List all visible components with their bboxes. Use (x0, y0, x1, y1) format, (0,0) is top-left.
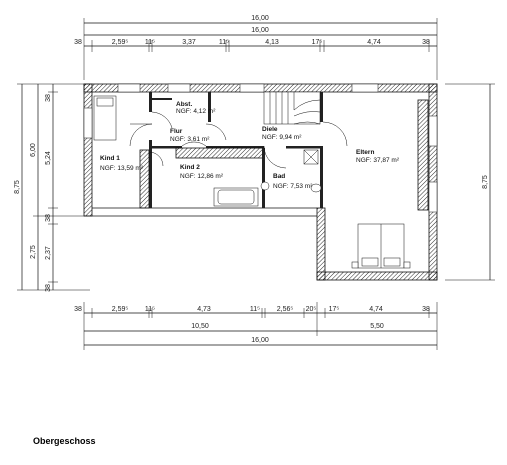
dim-top-total-2: 16,00 (251, 27, 269, 34)
dim-top-chain: 2,59⁵ (112, 39, 129, 46)
dim-left-sub: 6,00 (30, 143, 37, 157)
dim-top-chain: 17⁵ (312, 39, 323, 46)
dim-bottom-chain: 11⁵ (145, 306, 155, 313)
dim-bottom-total: 16,00 (251, 337, 269, 344)
dim-bottom-sub: 5,50 (370, 323, 384, 330)
room-name-eltern: Eltern (356, 149, 374, 156)
windows (83, 83, 438, 213)
dim-left-chain: 2,37 (45, 246, 52, 260)
right-dimensions: 8,75 (445, 83, 495, 281)
bottom-dimensions: 38 2,59⁵ 11⁵ 4,73 11⁵ 2,56⁵ 20⁵ 17⁵ 4,74… (74, 302, 438, 350)
dim-bottom-chain: 38 (422, 306, 430, 313)
dim-bottom-chain: 2,56⁵ (277, 306, 294, 313)
dim-top-chain: 11⁵ (145, 39, 155, 46)
room-area-kind2: NGF: 12,86 m² (180, 173, 224, 180)
room-area-abst: NGF: 4,12 m² (176, 108, 216, 115)
dim-bottom-chain: 11⁵ (250, 306, 260, 313)
dim-left-chain: 5,24 (45, 151, 52, 165)
room-labels: Abst. NGF: 4,12 m² Flur NGF: 3,61 m² Die… (100, 101, 400, 190)
left-dimensions: 8,75 6,00 2,75 38 5,24 38 2,37 38 (14, 83, 90, 292)
room-name-abst: Abst. (176, 101, 192, 108)
dim-bottom-chain: 20⁵ (306, 306, 317, 313)
room-area-eltern: NGF: 37,87 m² (356, 157, 400, 164)
dim-bottom-chain: 2,59⁵ (112, 306, 129, 313)
dim-left-chain: 38 (45, 214, 52, 222)
room-area-bad: NGF: 7,53 m² (273, 183, 313, 190)
room-area-diele: NGF: 9,94 m² (262, 134, 302, 141)
dim-bottom-sub: 10,50 (191, 323, 209, 330)
room-name-kind2: Kind 2 (180, 164, 200, 171)
furniture (93, 95, 411, 269)
doors (129, 111, 348, 169)
dim-left-total: 8,75 (14, 180, 21, 194)
dim-bottom-chain: 4,74 (369, 306, 383, 313)
interior-walls (139, 92, 429, 211)
dim-top-chain: 38 (74, 39, 82, 46)
room-name-diele: Diele (262, 126, 278, 133)
staircase (263, 91, 321, 125)
dim-top-chain: 11⁵ (219, 39, 229, 46)
dim-top-chain: 4,74 (367, 39, 381, 46)
dim-left-sub: 2,75 (30, 245, 37, 259)
dim-top-chain: 3,37 (182, 39, 196, 46)
room-name-kind1: Kind 1 (100, 155, 120, 162)
dim-left-chain: 38 (45, 94, 52, 102)
room-area-kind1: NGF: 13,59 m² (100, 165, 144, 172)
room-name-bad: Bad (273, 173, 285, 180)
dim-top-chain: 38 (422, 39, 430, 46)
dim-bottom-chain: 4,73 (197, 306, 211, 313)
dim-left-chain: 38 (45, 284, 52, 292)
floor-title: Obergeschoss (33, 436, 96, 446)
top-dimensions: 16,00 16,00 38 2,59⁵ 11⁵ 3,37 11⁵ 4,13 1… (74, 15, 438, 80)
dim-top-chain: 4,13 (265, 39, 279, 46)
dim-bottom-chain: 38 (74, 306, 82, 313)
room-name-flur: Flur (170, 128, 183, 135)
room-area-flur: NGF: 3,61 m² (170, 136, 210, 143)
dim-top-total-1: 16,00 (251, 15, 269, 22)
dim-right-total: 8,75 (482, 175, 489, 189)
dim-bottom-chain: 17⁵ (329, 306, 340, 313)
